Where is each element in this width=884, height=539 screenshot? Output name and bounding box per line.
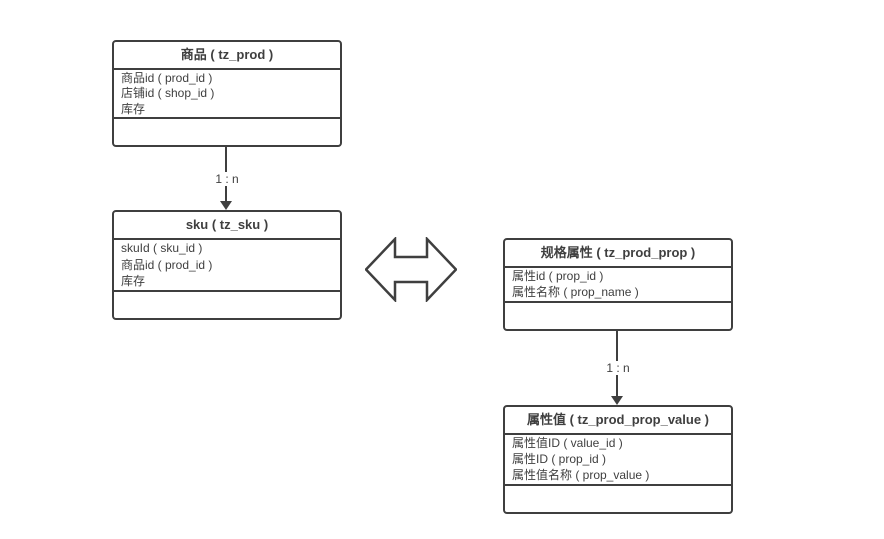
- double-arrow-icon: [365, 237, 457, 302]
- entity-prod-prop-value-empty-compartment: [505, 486, 731, 512]
- entity-prod-prop-fields: 属性id ( prop_id ) 属性名称 ( prop_name ): [505, 268, 731, 303]
- field-sku-id: skuId ( sku_id ): [121, 241, 203, 256]
- entity-prod-prop-value-fields: 属性值ID ( value_id ) 属性ID ( prop_id ) 属性值名…: [505, 435, 731, 486]
- entity-prod-prop-value: 属性值 ( tz_prod_prop_value ) 属性值ID ( value…: [503, 405, 733, 514]
- entity-prod-prop: 规格属性 ( tz_prod_prop ) 属性id ( prop_id ) 属…: [503, 238, 733, 331]
- entity-sku-fields: skuId ( sku_id ) 商品id ( prod_id ) 库存: [114, 240, 340, 292]
- field-prop-value-name: 属性值名称 ( prop_value ): [512, 468, 650, 482]
- connector-prod-sku-arrowhead-icon: [220, 201, 232, 210]
- entity-sku: sku ( tz_sku ) skuId ( sku_id ) 商品id ( p…: [112, 210, 342, 320]
- entity-prod-fields: 商品id ( prod_id ) 店铺id ( shop_id ) 库存: [114, 70, 340, 119]
- entity-prod: 商品 ( tz_prod ) 商品id ( prod_id ) 店铺id ( s…: [112, 40, 342, 147]
- connector-prop-value-label: 1 : n: [602, 361, 634, 375]
- field-stock: 库存: [121, 101, 146, 116]
- entity-prod-empty-compartment: [114, 119, 340, 145]
- field-sku-stock: 库存: [121, 273, 146, 288]
- entity-sku-empty-compartment: [114, 292, 340, 318]
- field-prop-name: 属性名称 ( prop_name ): [512, 285, 639, 299]
- entity-prod-prop-empty-compartment: [505, 303, 731, 329]
- connector-prop-value-arrowhead-icon: [611, 396, 623, 405]
- entity-prod-prop-title: 规格属性 ( tz_prod_prop ): [505, 240, 731, 268]
- field-sku-prod-id: 商品id ( prod_id ): [121, 257, 213, 272]
- connector-prod-sku-label: 1 : n: [211, 172, 243, 186]
- entity-prod-title: 商品 ( tz_prod ): [114, 42, 340, 70]
- field-value-prop-id: 属性ID ( prop_id ): [512, 452, 607, 466]
- field-shop-id: 店铺id ( shop_id ): [121, 86, 215, 100]
- field-prop-id: 属性id ( prop_id ): [512, 269, 604, 283]
- field-prod-id: 商品id ( prod_id ): [121, 70, 213, 85]
- entity-prod-prop-value-title: 属性值 ( tz_prod_prop_value ): [505, 407, 731, 435]
- entity-sku-title: sku ( tz_sku ): [114, 212, 340, 240]
- field-value-id: 属性值ID ( value_id ): [512, 436, 623, 450]
